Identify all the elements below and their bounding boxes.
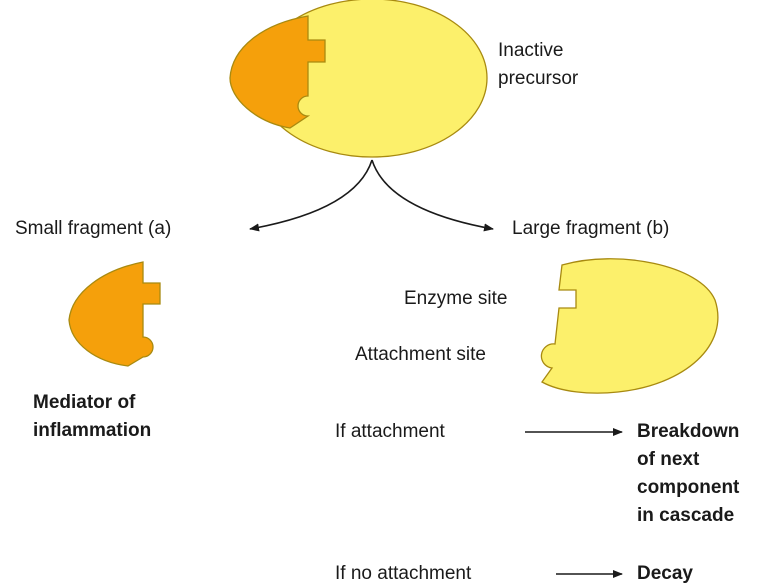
- attachment-site-label: Attachment site: [355, 344, 486, 365]
- mediator-label-line-1: Mediator of: [33, 392, 136, 413]
- split-arrow-left: [249, 159, 373, 232]
- result-breakdown-line-2: of next: [637, 449, 700, 470]
- split-arrow-right: [371, 159, 494, 232]
- mediator-label-line-2: inflammation: [33, 420, 152, 441]
- condition-if-no-attachment: If no attachment: [335, 563, 472, 584]
- result-breakdown-line-3: component: [637, 477, 740, 498]
- result-decay: Decay: [637, 563, 693, 584]
- precursor-label-line-1: Inactive: [498, 40, 564, 61]
- precursor-small-part: [229, 15, 326, 129]
- precursor-label-line-2: precursor: [498, 68, 579, 89]
- enzyme-site-label: Enzyme site: [404, 288, 508, 309]
- small-fragment-shape: [68, 261, 161, 367]
- condition-if-attachment: If attachment: [335, 421, 445, 442]
- large-fragment-shape: [540, 258, 719, 394]
- large-fragment-label: Large fragment (b): [512, 218, 670, 239]
- result-breakdown-line-4: in cascade: [637, 505, 735, 526]
- result-breakdown-line-1: Breakdown: [637, 421, 740, 442]
- inactive-precursor: [229, 0, 488, 158]
- small-fragment-label: Small fragment (a): [15, 218, 172, 239]
